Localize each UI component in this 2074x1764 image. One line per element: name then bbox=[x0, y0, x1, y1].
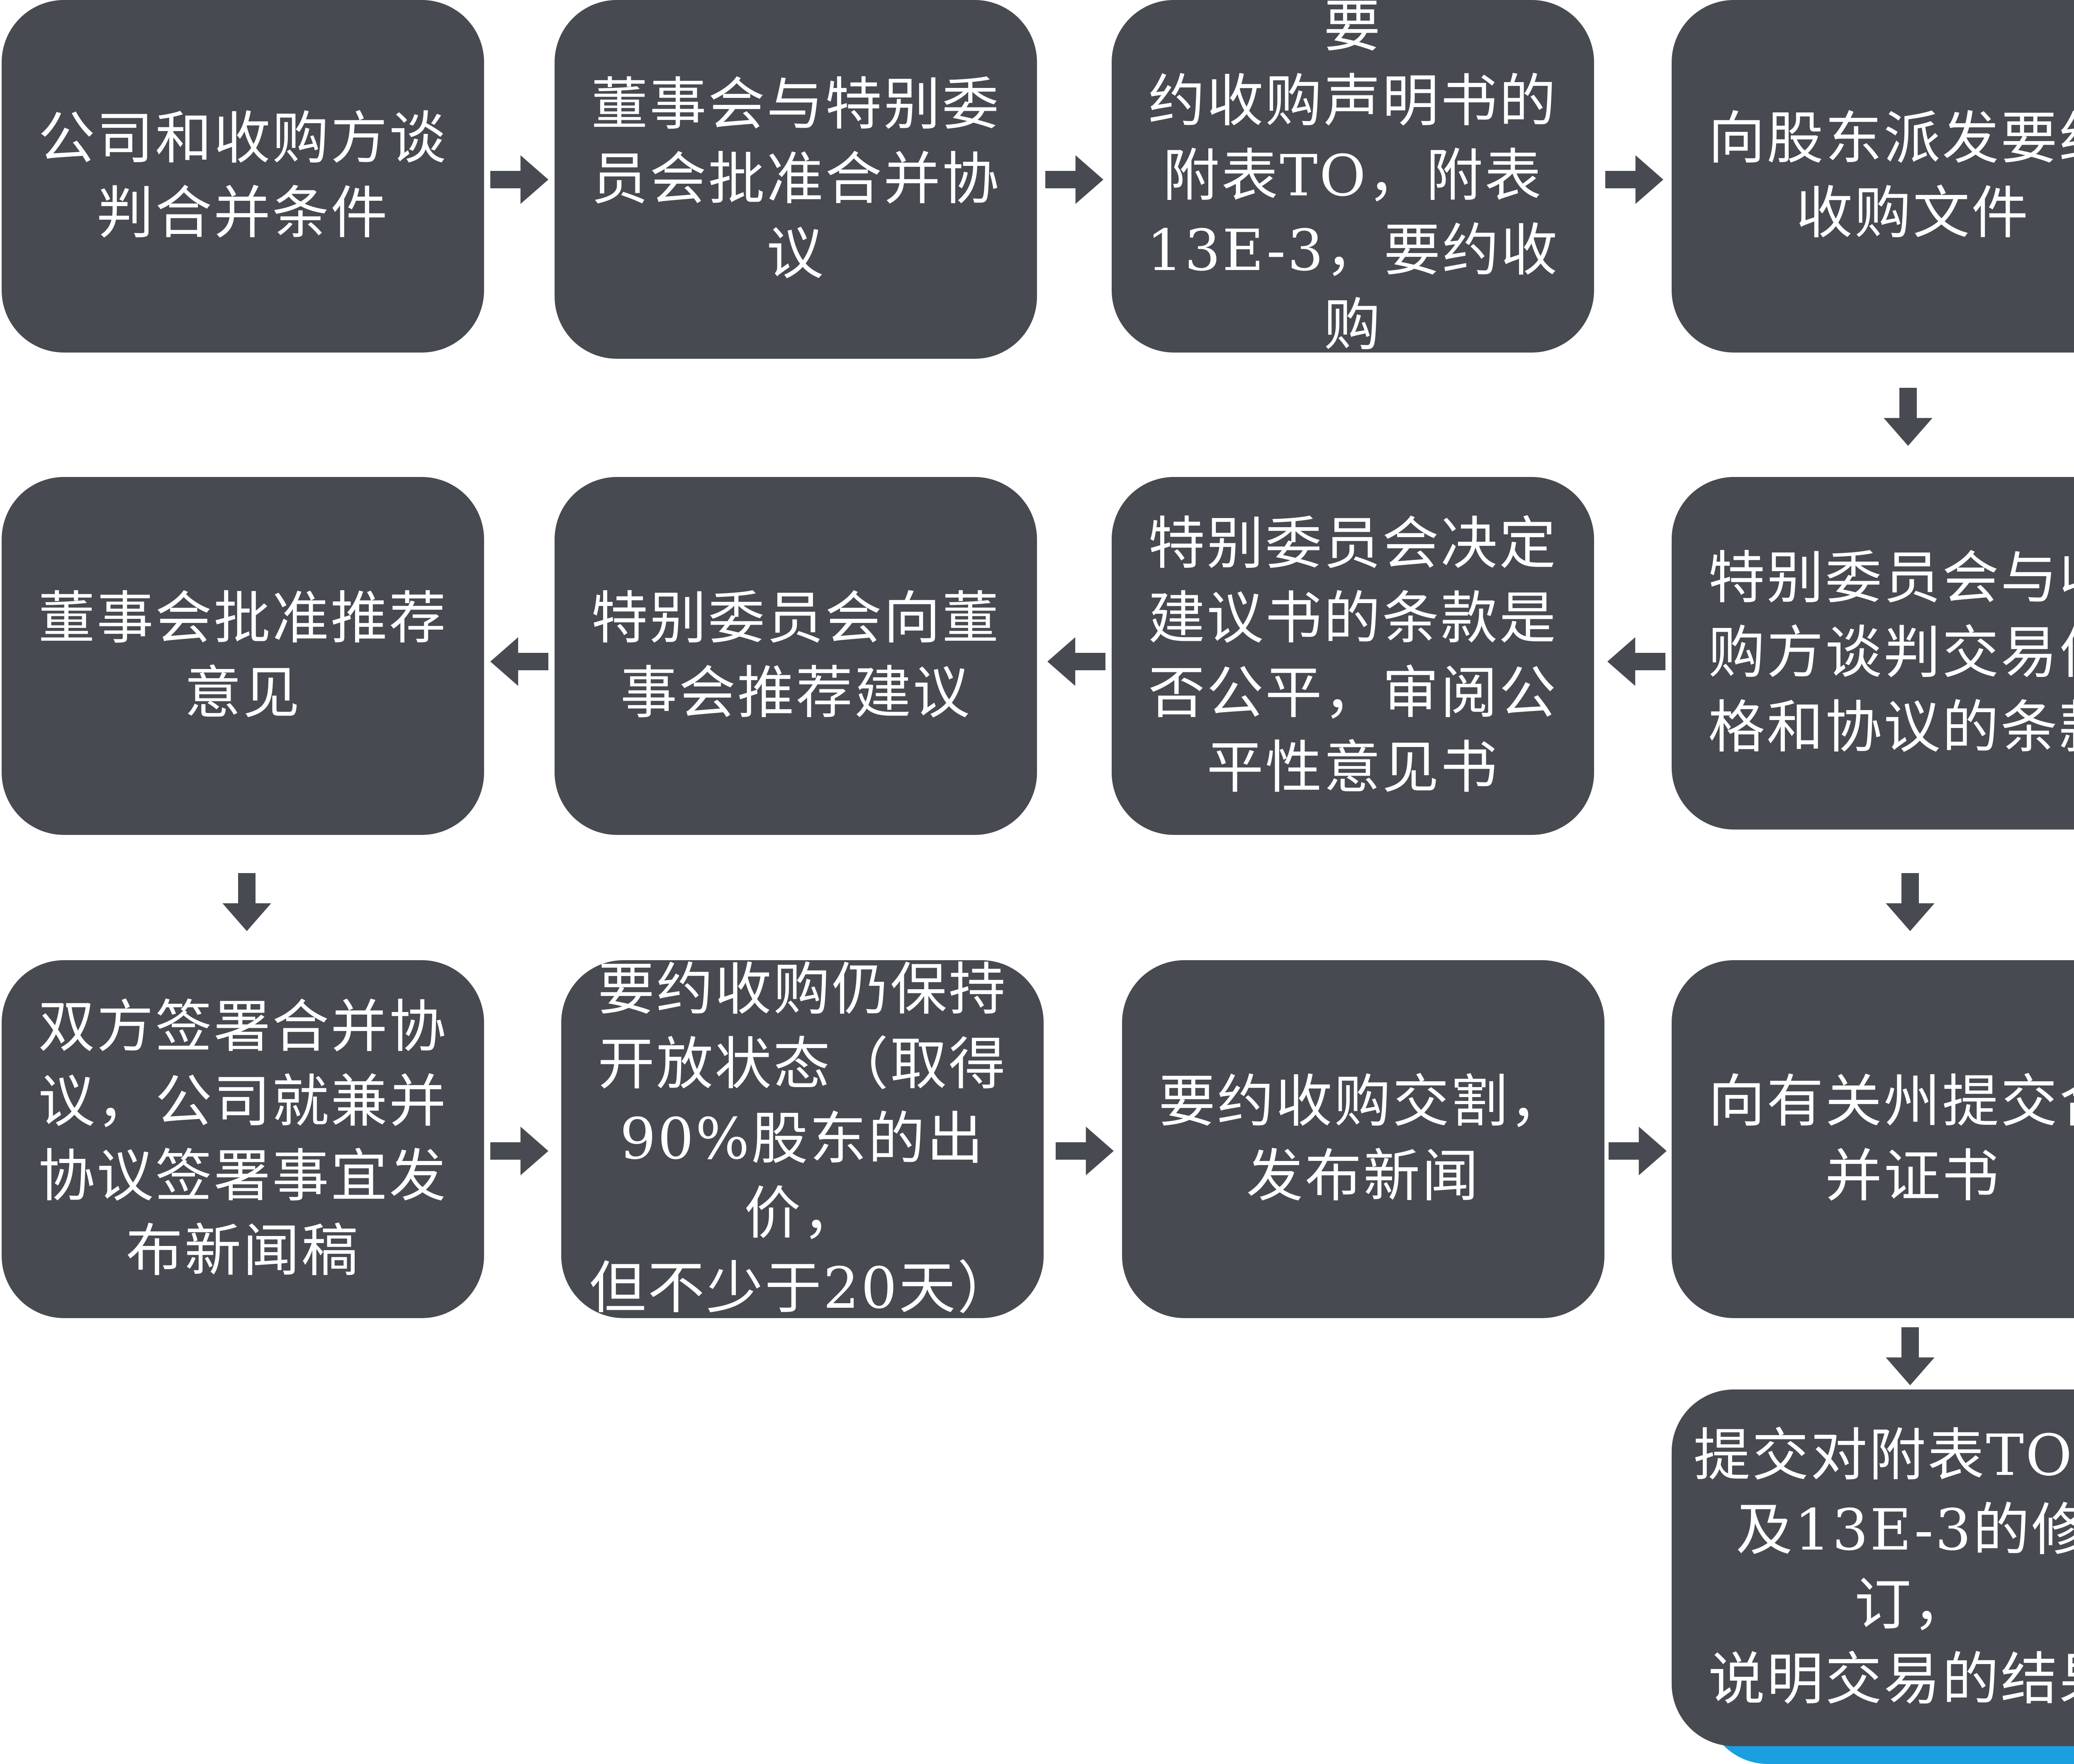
arrow-down-icon bbox=[1879, 388, 1937, 446]
step-5-box: 特别委员会与收 购方谈判交易价 格和协议的条款 bbox=[1672, 477, 2074, 830]
step-13-box: 提交对附表TO以 及13E-3的修订， 说明交易的结果 bbox=[1672, 1389, 2074, 1746]
step-12-box: 向有关州提交合 并证书 bbox=[1672, 960, 2074, 1318]
arrow-down-icon bbox=[1881, 1327, 1939, 1385]
step-9-label: 双方签署合并协 议，公司就兼并 协议签署事宜发 布新闻稿 bbox=[38, 994, 448, 1284]
step-3-label: 向SEC提交包含要 约收购声明书的 附表TO，附表 13E-3，要约收购 发布报… bbox=[1147, 0, 1559, 353]
step-3-box: 向SEC提交包含要 约收购声明书的 附表TO，附表 13E-3，要约收购 发布报… bbox=[1112, 0, 1594, 353]
arrow-right-icon bbox=[1045, 151, 1103, 209]
step-8-label: 董事会批准推荐 意见 bbox=[38, 585, 448, 726]
step-11-label: 要约收购交割， 发布新闻 bbox=[1158, 1068, 1568, 1209]
arrow-left-icon bbox=[490, 633, 548, 691]
arrow-down-icon bbox=[1881, 873, 1939, 931]
arrow-left-icon bbox=[1607, 633, 1665, 691]
step-9-box: 双方签署合并协 议，公司就兼并 协议签署事宜发 布新闻稿 bbox=[2, 960, 484, 1318]
step-1-label: 公司和收购方谈 判合并条件 bbox=[38, 106, 448, 246]
step-2-box: 董事会与特别委 员会批准合并协 议 bbox=[555, 0, 1037, 359]
arrow-right-icon bbox=[490, 1122, 548, 1180]
arrow-left-icon bbox=[1047, 633, 1105, 691]
arrow-right-icon bbox=[490, 151, 548, 209]
step-1-box: 公司和收购方谈 判合并条件 bbox=[2, 0, 484, 353]
step-12-label: 向有关州提交合 并证书 bbox=[1708, 1068, 2074, 1209]
step-8-box: 董事会批准推荐 意见 bbox=[2, 477, 484, 835]
step-5-label: 特别委员会与收 购方谈判交易价 格和协议的条款 bbox=[1708, 545, 2074, 761]
step-13-label: 提交对附表TO以 及13E-3的修订， 说明交易的结果 bbox=[1693, 1423, 2074, 1713]
step-10-label: 要约收购仍保持 开放状态（取得 90%股东的出价， 但不少于20天） bbox=[589, 960, 1016, 1318]
step-10-box: 要约收购仍保持 开放状态（取得 90%股东的出价， 但不少于20天） bbox=[561, 960, 1044, 1318]
step-4-box: 向股东派发要约 收购文件 bbox=[1672, 0, 2074, 353]
step-11-box: 要约收购交割， 发布新闻 bbox=[1122, 960, 1604, 1318]
arrow-right-icon bbox=[1056, 1122, 1114, 1180]
arrow-right-icon bbox=[1609, 1122, 1667, 1180]
step-2-label: 董事会与特别委 员会批准合并协 议 bbox=[591, 71, 1000, 287]
arrow-down-icon bbox=[218, 873, 276, 931]
step-7-label: 特别委员会向董 事会推荐建议 bbox=[591, 585, 1000, 726]
step-7-box: 特别委员会向董 事会推荐建议 bbox=[555, 477, 1037, 835]
step-6-label: 特别委员会决定 建议书的条款是 否公平，审阅公 平性意见书 bbox=[1148, 511, 1558, 801]
step-4-label: 向股东派发要约 收购文件 bbox=[1708, 106, 2074, 246]
step-6-box: 特别委员会决定 建议书的条款是 否公平，审阅公 平性意见书 bbox=[1112, 477, 1594, 835]
arrow-right-icon bbox=[1605, 151, 1663, 209]
